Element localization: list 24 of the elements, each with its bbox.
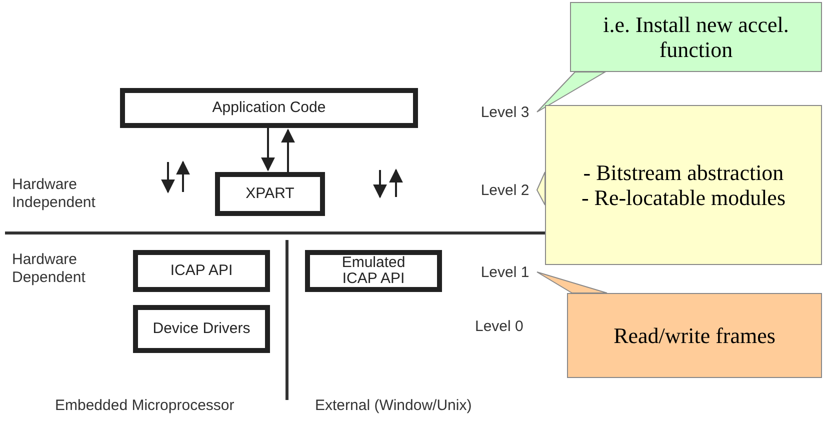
callout-pointer — [536, 272, 608, 294]
callout-text: Read/write frames — [614, 322, 776, 348]
callout-box — [545, 105, 822, 265]
callout-box — [567, 293, 822, 378]
column-label: External (Window/Unix) — [315, 397, 472, 415]
layer-label: Hardware Dependent — [12, 251, 86, 287]
level-label: Level 0 — [475, 318, 524, 336]
layer-box: ICAP API — [133, 250, 270, 292]
level-label: Level 2 — [475, 180, 535, 200]
layer-box: XPART — [215, 172, 325, 216]
layer-box: Application Code — [120, 88, 418, 128]
callout-text: - Bitstream abstraction — [583, 160, 784, 185]
arrow — [261, 128, 275, 172]
layer-box: Device Drivers — [133, 305, 270, 353]
level-label: Level 1 — [475, 262, 535, 282]
callout-pointer — [536, 72, 607, 112]
level-label: Level 3 — [475, 102, 535, 122]
callout-text: i.e. Install new accel. function — [602, 12, 790, 62]
arrow — [281, 128, 295, 172]
layer-label: Hardware Independent — [12, 176, 96, 212]
callout-text: - Re-locatable modules — [581, 185, 786, 210]
callout-pointer — [536, 172, 546, 206]
layer-box: Emulated ICAP API — [305, 250, 442, 292]
column-label: Embedded Microprocessor — [55, 397, 234, 415]
